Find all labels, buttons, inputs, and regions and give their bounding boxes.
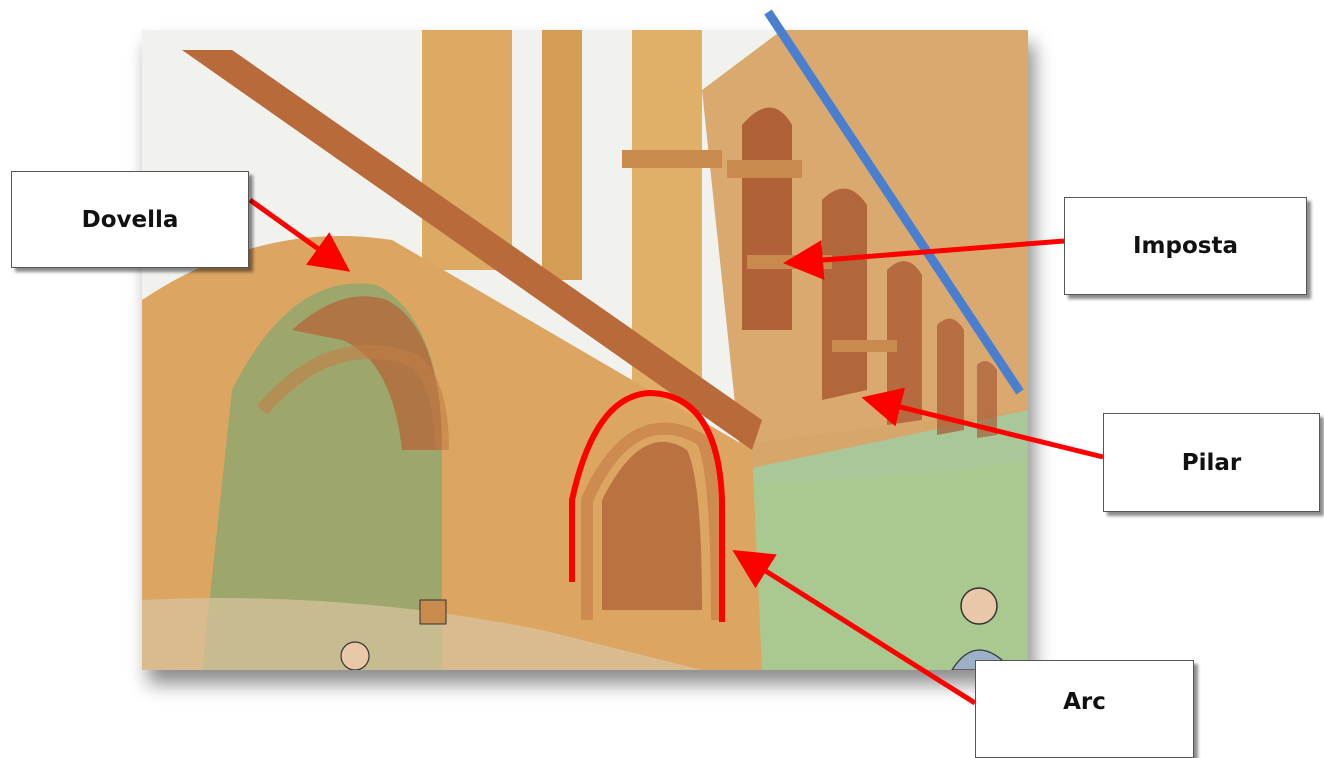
aqueduct-illustration [142,30,1028,670]
aqueduct-drawing [142,30,1028,670]
label-dovella: Dovella [11,171,249,268]
label-arc: Arc [975,660,1194,758]
label-pilar: Pilar [1103,413,1320,512]
distant-arcade [702,30,1028,470]
child-figure [341,642,369,670]
label-imposta: Imposta [1064,197,1307,295]
worker-figure [961,588,997,624]
